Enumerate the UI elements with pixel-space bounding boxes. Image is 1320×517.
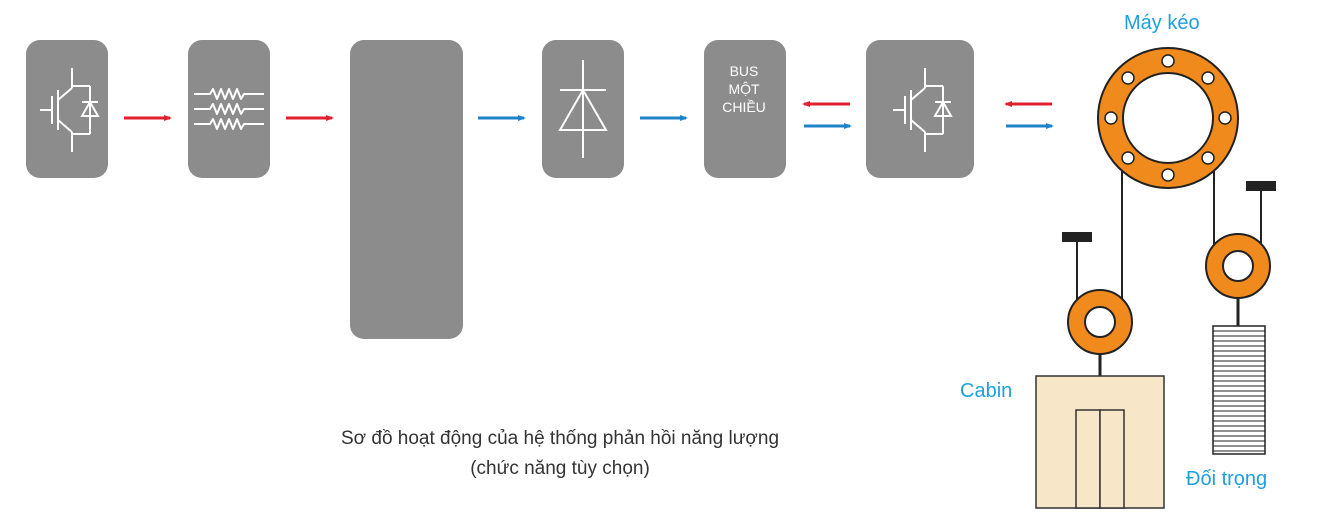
diode-icon bbox=[558, 60, 608, 158]
caption-line2: (chức năng tùy chọn) bbox=[470, 458, 650, 479]
filter-block bbox=[188, 40, 270, 178]
cabin-label: Cabin bbox=[960, 380, 1013, 402]
rectifier-block bbox=[542, 40, 624, 178]
traction-machine bbox=[1097, 47, 1239, 189]
caption-line1: Sơ đồ hoạt động của hệ thống phản hồi nă… bbox=[340, 428, 780, 449]
cabin-pulley bbox=[1067, 289, 1133, 355]
machine-label: Máy kéo bbox=[1124, 12, 1200, 34]
counterweight-label: Đối trọng bbox=[1186, 468, 1268, 490]
bus-label-line2: MỘT bbox=[728, 81, 760, 97]
counterweight-pulley bbox=[1205, 233, 1271, 299]
igbt-block-2 bbox=[866, 40, 974, 178]
counterweight bbox=[1212, 325, 1266, 455]
filter-icon bbox=[194, 88, 264, 130]
cabin bbox=[1035, 375, 1165, 509]
dc-bus-block bbox=[704, 40, 786, 178]
bus-label-line3: CHIỀU bbox=[722, 99, 766, 115]
ac-grid-block: LƯỚI ĐIỆN XOAY CHIỀU BA PHA bbox=[350, 40, 680, 361]
bus-label-line1: BUS bbox=[729, 63, 759, 79]
igbt-block-1 bbox=[26, 40, 108, 178]
igbt-icon bbox=[40, 68, 100, 152]
igbt-icon bbox=[893, 68, 953, 152]
